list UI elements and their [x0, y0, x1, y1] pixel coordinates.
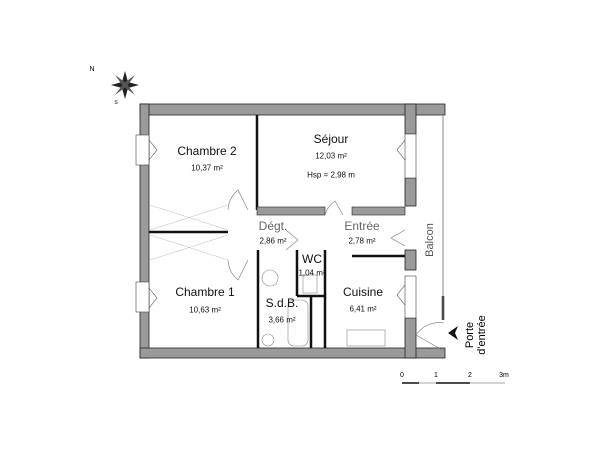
- room-area: 10,37 m²: [191, 163, 223, 173]
- scale-tick: 1: [434, 372, 438, 379]
- scale-tick: 0: [400, 372, 404, 379]
- compass-north: N: [89, 66, 95, 73]
- room-area: 6,41 m²: [349, 304, 377, 314]
- room-name: Chambre 1: [175, 285, 235, 299]
- entrance-label-line2: d'entrée: [476, 315, 488, 355]
- fixtures: [261, 269, 386, 347]
- room-area: 12,03 m²: [315, 151, 347, 161]
- scale-tick: 3m: [499, 372, 509, 379]
- room-name: S.d.B.: [265, 296, 299, 310]
- room-area: 2,78 m²: [348, 236, 376, 246]
- room-name: WC: [302, 252, 322, 266]
- room-name: Entrée: [344, 219, 380, 233]
- room-note: Hsp = 2,98 m: [307, 170, 355, 180]
- room-area: 2,86 m²: [259, 236, 287, 246]
- entrance-label-line1: Porte: [464, 321, 476, 349]
- partitions: [149, 115, 445, 348]
- closets: [149, 204, 229, 261]
- scale-tick: 2: [468, 372, 472, 379]
- room-name: Séjour: [313, 132, 349, 146]
- room-name: Dégt.: [258, 219, 288, 233]
- inner-walls: [256, 206, 406, 216]
- compass-icon: [111, 71, 139, 99]
- windows: [135, 133, 417, 319]
- balcony-label: Balcon: [424, 223, 436, 257]
- entrance-arrow-icon: [448, 326, 458, 340]
- room-name: Cuisine: [342, 285, 384, 299]
- compass-south: S: [114, 100, 118, 106]
- entrance-label: Porte d'entrée: [464, 315, 488, 354]
- room-area: 10,63 m²: [189, 305, 221, 315]
- doors: [227, 189, 445, 352]
- outer-walls: [139, 103, 446, 359]
- room-name: Chambre 2: [177, 144, 237, 158]
- room-area: 1,04 m²: [298, 268, 326, 278]
- room-area: 3,66 m²: [268, 315, 296, 325]
